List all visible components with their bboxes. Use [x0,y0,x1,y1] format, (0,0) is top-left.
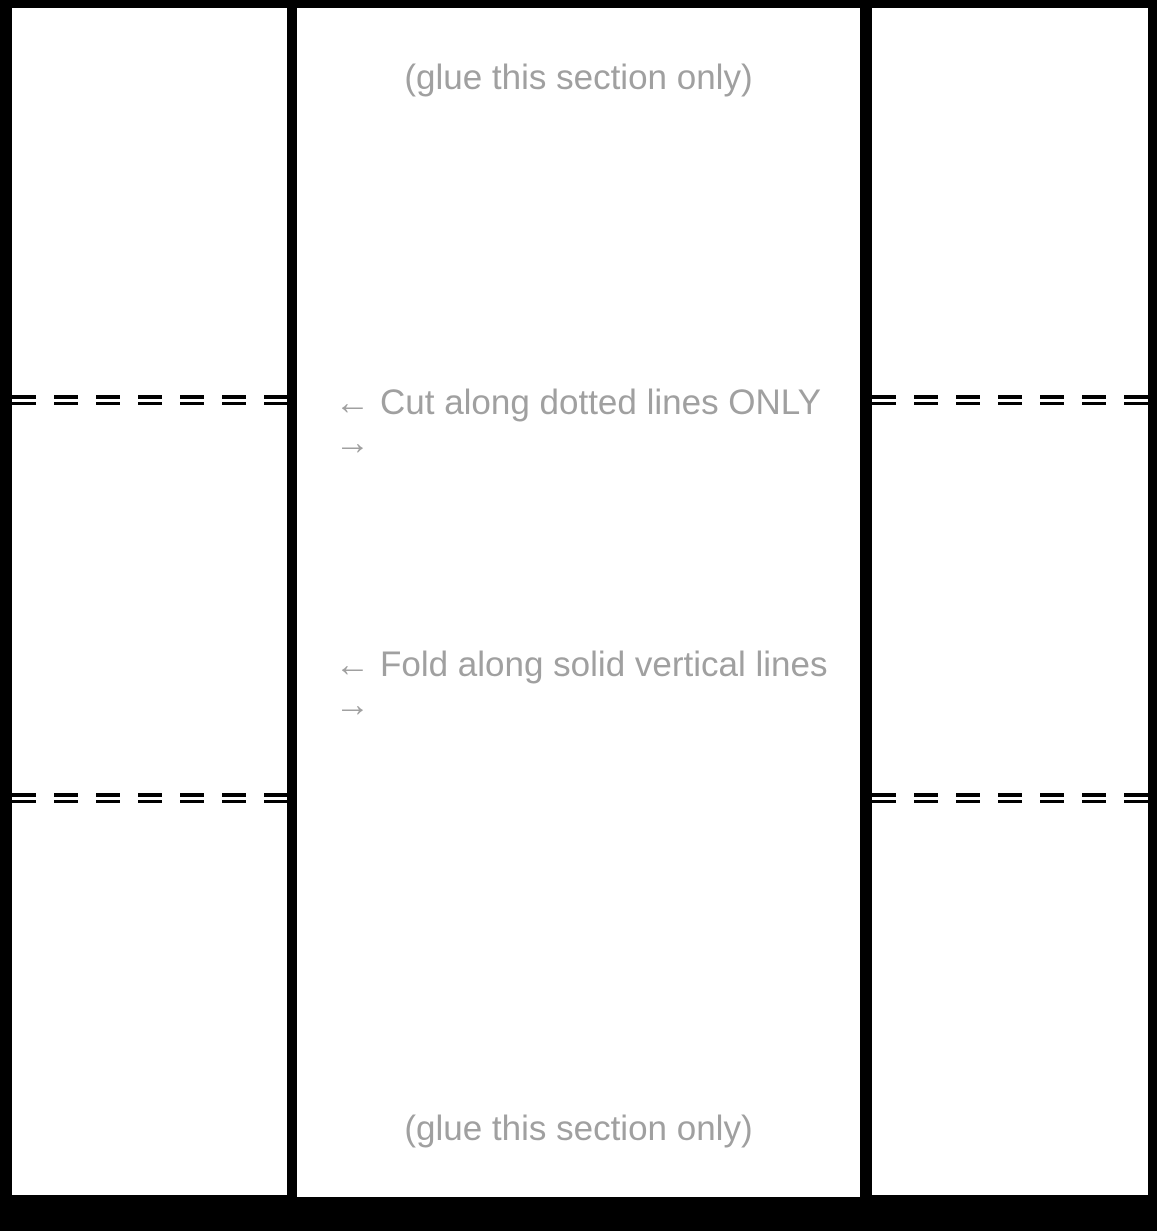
dash-bar [872,395,1148,399]
left-arrow-icon: ← [335,645,370,684]
center-glue-panel: (glue this section only) ← Cut along dott… [297,8,860,1197]
dashed-cut-line-right-upper [872,395,1148,405]
cut-instruction: ← Cut along dotted lines ONLY → [335,383,821,463]
left-arrow-icon: ← [335,383,370,422]
cut-instruction-arrow-line: → [335,423,821,463]
fold-instruction-arrow-line: → [335,685,827,725]
right-fold-panel [872,8,1148,1195]
glue-note-top: (glue this section only) [404,58,753,97]
fold-instruction-line: ← Fold along solid vertical lines [335,645,827,685]
dash-bar [872,799,1148,803]
fold-instruction: ← Fold along solid vertical lines → [335,645,827,725]
right-arrow-icon: → [335,423,370,462]
dash-bar [12,401,287,405]
dash-bar [872,793,1148,797]
right-arrow-icon: → [335,685,370,724]
dash-bar [872,401,1148,405]
cut-instruction-label: Cut along dotted lines ONLY [380,383,822,422]
dash-bar [12,395,287,399]
left-fold-panel [12,8,287,1195]
fold-instruction-label: Fold along solid vertical lines [380,645,828,684]
dashed-cut-line-left-upper [12,395,287,405]
dashed-cut-line-right-lower [872,793,1148,803]
dashed-cut-line-left-lower [12,793,287,803]
dash-bar [12,799,287,803]
cut-instruction-line: ← Cut along dotted lines ONLY [335,383,821,423]
glue-note-bottom: (glue this section only) [404,1109,753,1148]
dash-bar [12,793,287,797]
